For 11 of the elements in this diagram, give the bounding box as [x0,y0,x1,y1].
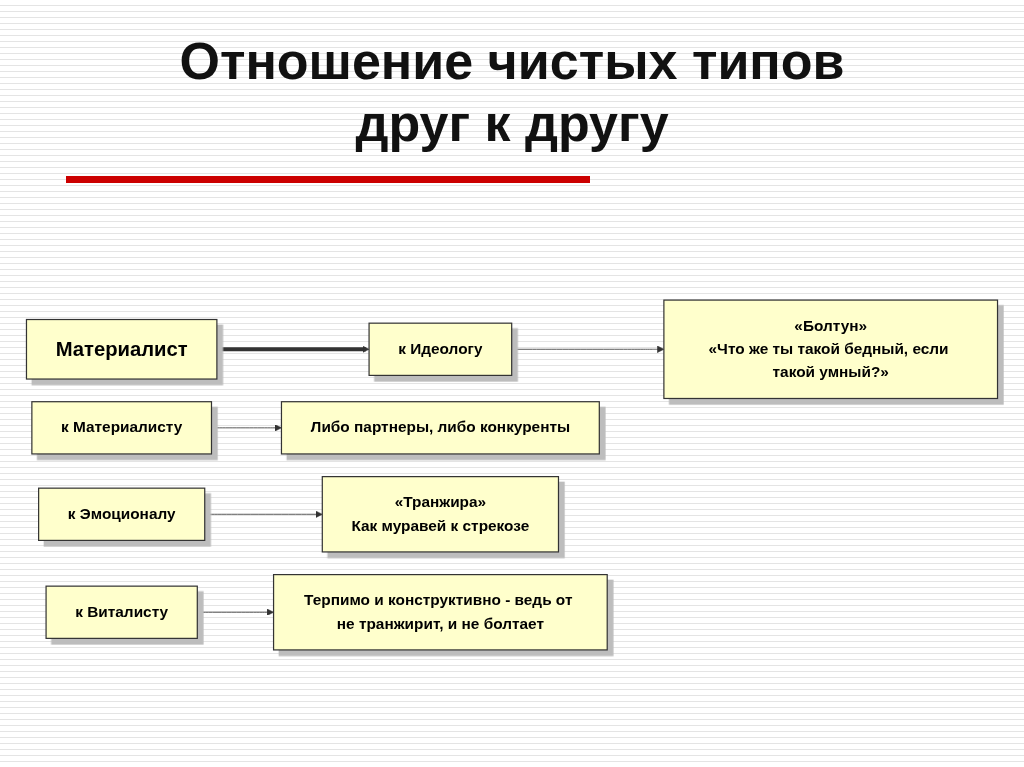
node-box: к Виталисту [45,585,198,639]
node-box: Терпимо и конструктивно - ведь от не транжирит, и не болтает [272,574,608,651]
node-box: Материалист [25,318,218,380]
node-box: к Эмоционалу [38,487,206,541]
node-box: Либо партнеры, либо конкуренты [280,401,600,455]
title: Отношение чистых типов друг к другу [178,31,846,154]
node-box: к Материалисту [31,401,213,455]
node-box: к Идеологу [368,322,513,376]
arrow [216,345,370,353]
node-box: «Транжира» Как муравей к стрекозе [321,476,560,553]
node-box: «Болтун» «Что же ты такой бедный, если такой умный?» [663,299,999,400]
